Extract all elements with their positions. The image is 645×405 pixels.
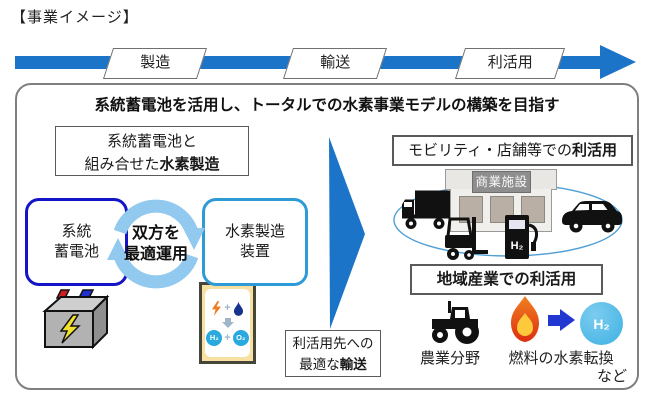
truck-icon bbox=[402, 190, 450, 229]
pump-h2-label: H₂ bbox=[511, 240, 524, 252]
o2-molecule-icon: O₂ bbox=[232, 329, 249, 346]
production-title-line1: 系統蓄電池と bbox=[106, 133, 197, 150]
production-title-line2-bold: 水素製造 bbox=[159, 156, 220, 173]
water-drop-icon bbox=[233, 300, 243, 316]
car-icon bbox=[562, 201, 622, 233]
transport-line2-regular: 最適な bbox=[299, 357, 340, 372]
process-arrow-head-icon bbox=[600, 45, 636, 79]
fuel-conversion-label: 燃料の水素転換 bbox=[508, 350, 614, 367]
h2-molecule-icon: H₂ bbox=[206, 329, 223, 346]
stage-utilization: 利活用 bbox=[454, 48, 566, 79]
cycle-label-line2: 最適運用 bbox=[123, 246, 188, 263]
hydrogen-device-box: 水素製造 装置 bbox=[202, 198, 308, 286]
electrolysis-formula: + H₂ + O₂ bbox=[205, 289, 250, 357]
tractor-icon bbox=[432, 301, 479, 344]
grid-battery-label-line2: 蓄電池 bbox=[53, 243, 99, 260]
formula-inputs: + bbox=[211, 300, 243, 316]
conversion-arrow-head-icon bbox=[560, 309, 575, 331]
production-title-line2: 組み合せた水素製造 bbox=[56, 153, 248, 176]
grid-battery-box: 系統 蓄電池 bbox=[25, 198, 128, 286]
conversion-arrow-icon bbox=[548, 315, 560, 326]
cycle-label: 双方を 最適運用 bbox=[104, 192, 208, 296]
building-icon bbox=[450, 189, 552, 232]
h2-molecule-bubble-icon: H₂ bbox=[580, 302, 623, 345]
stage-manufacturing: 製造 bbox=[102, 48, 208, 79]
transport-line1: 利活用先への bbox=[292, 336, 374, 351]
cycle-label-line1: 双方を bbox=[131, 225, 180, 242]
plus-sign: + bbox=[224, 331, 231, 344]
circular-arrows-icon: 双方を 最適運用 bbox=[104, 192, 208, 296]
etc-label: など bbox=[596, 368, 627, 385]
cycle-arrows-graphic bbox=[107, 199, 205, 289]
flow-arrow-icon bbox=[329, 137, 365, 329]
page-title: 【事業イメージ】 bbox=[11, 10, 139, 26]
regional-utilization-header: 地域産業での利活用 bbox=[410, 264, 603, 295]
agriculture-label: 農業分野 bbox=[419, 350, 480, 367]
main-diagram-panel: 系統蓄電池を活用し、トータルでの水素事業モデルの構築を目指す 系統蓄電池と 組み… bbox=[15, 83, 639, 390]
transport-line2-bold: 輸送 bbox=[339, 357, 367, 372]
h2-fuel-dispenser-icon: H₂ bbox=[505, 215, 539, 259]
car-battery-lightning-icon bbox=[42, 289, 110, 350]
stage-label: 製造 bbox=[140, 54, 171, 71]
plus-sign: + bbox=[224, 302, 231, 314]
mobility-header-bold: 利活用 bbox=[572, 142, 618, 159]
stage-label: 輸送 bbox=[320, 54, 351, 71]
stage-transport: 輸送 bbox=[282, 48, 388, 79]
forklift-icon bbox=[445, 217, 488, 260]
building-sign: 商業施設 bbox=[472, 171, 531, 193]
grid-battery-label-line1: 系統 bbox=[61, 223, 92, 240]
production-title-box: 系統蓄電池と 組み合せた水素製造 bbox=[55, 126, 249, 176]
lightning-icon bbox=[212, 300, 222, 316]
transport-label-box: 利活用先への 最適な輸送 bbox=[285, 330, 381, 377]
hydrogen-device-label-line2: 装置 bbox=[239, 243, 270, 260]
main-heading: 系統蓄電池を活用し、トータルでの水素事業モデルの構築を目指す bbox=[94, 97, 560, 114]
electrolyzer-icon: + H₂ + O₂ bbox=[199, 282, 256, 364]
hydrogen-device-label-line1: 水素製造 bbox=[224, 223, 285, 240]
production-title-line2-regular: 組み合せた bbox=[84, 156, 160, 173]
mobility-utilization-header: モビリティ・店舗等での利活用 bbox=[392, 135, 633, 166]
flame-icon bbox=[511, 296, 539, 342]
stage-label: 利活用 bbox=[487, 54, 533, 71]
formula-outputs: H₂ + O₂ bbox=[206, 329, 249, 346]
transport-line2: 最適な輸送 bbox=[286, 354, 380, 375]
mobility-header-regular: モビリティ・店舗等での bbox=[407, 142, 573, 159]
down-arrow-icon bbox=[221, 317, 234, 328]
